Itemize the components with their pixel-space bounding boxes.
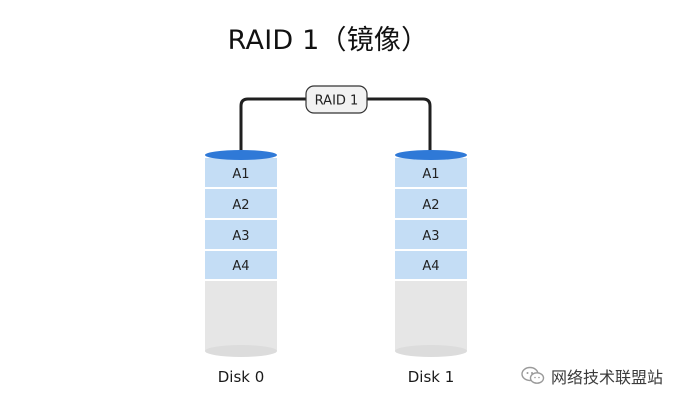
raid-controller-label: RAID 1 <box>315 94 359 109</box>
disk-1: A1 A2 A3 A4 Disk 1 <box>395 150 467 386</box>
svg-text:A1: A1 <box>232 167 249 182</box>
svg-text:A3: A3 <box>232 229 249 244</box>
disk-0-top <box>205 150 277 160</box>
disk-1-label: Disk 1 <box>408 368 455 386</box>
watermark-text: 网络技术联盟站 <box>550 368 663 387</box>
svg-text:A3: A3 <box>422 229 439 244</box>
disk-0-block-4: A4 <box>205 251 277 279</box>
disk-1-block-1: A1 <box>395 158 467 187</box>
disk-1-block-2: A2 <box>395 189 467 218</box>
raid-controller: RAID 1 <box>305 85 368 114</box>
disk-0: A1 A2 A3 A4 Disk 0 <box>205 150 277 386</box>
disk-0-block-2: A2 <box>205 189 277 218</box>
disk-0-label: Disk 0 <box>218 368 265 386</box>
svg-text:A4: A4 <box>422 259 439 274</box>
svg-text:A1: A1 <box>422 167 439 182</box>
svg-text:A2: A2 <box>232 198 249 213</box>
disk-1-block-4: A4 <box>395 251 467 279</box>
wechat-icon <box>521 366 545 384</box>
disk-0-bottom <box>205 345 277 357</box>
svg-text:A2: A2 <box>422 198 439 213</box>
disk-1-top <box>395 150 467 160</box>
disk-0-block-3: A3 <box>205 220 277 249</box>
disk-1-block-3: A3 <box>395 220 467 249</box>
watermark: 网络技术联盟站 <box>521 364 663 388</box>
disk-1-bottom <box>395 345 467 357</box>
disk-0-block-1: A1 <box>205 158 277 187</box>
svg-text:A4: A4 <box>232 259 249 274</box>
page-title: RAID 1（镜像） <box>227 25 429 56</box>
